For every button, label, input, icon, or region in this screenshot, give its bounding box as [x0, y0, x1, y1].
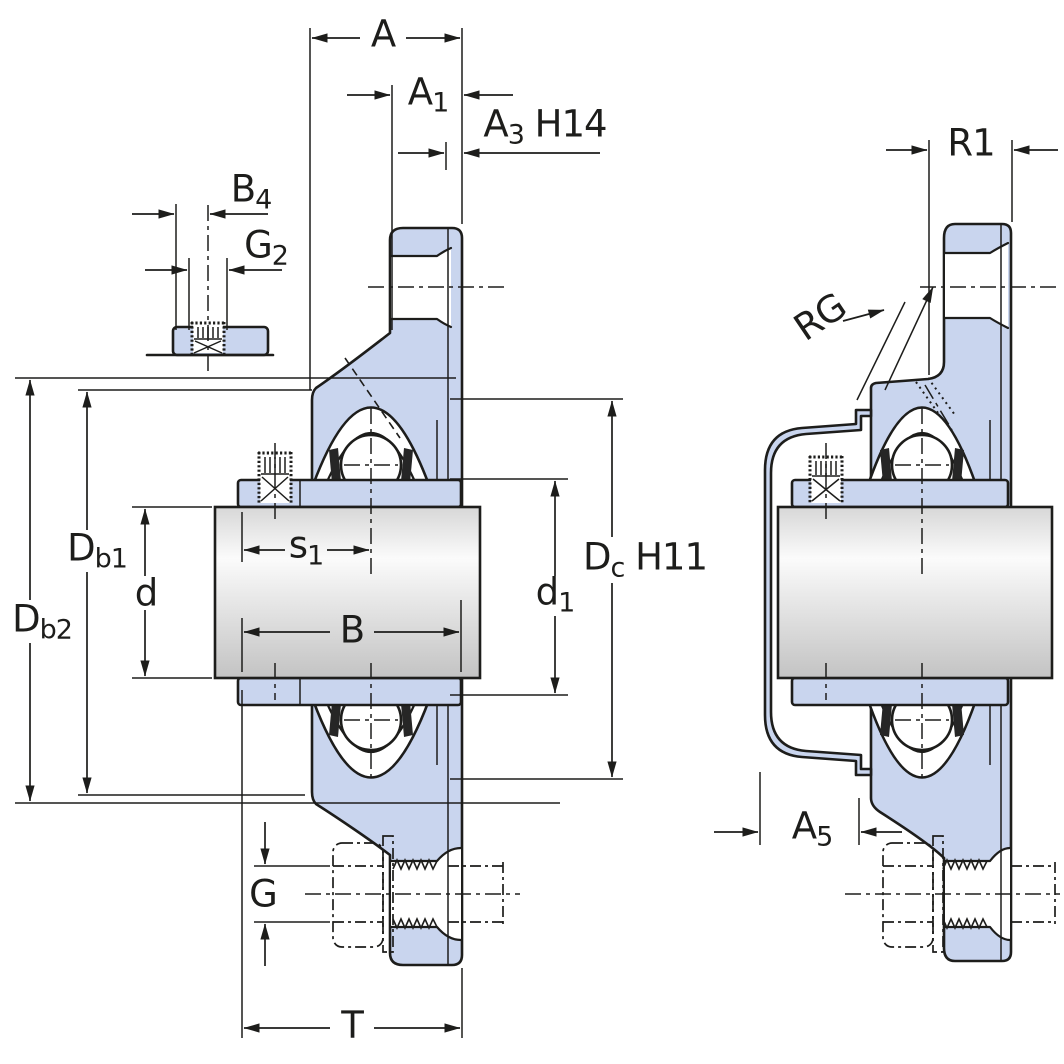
- dim-label-g: G: [249, 872, 278, 916]
- mounting-bolt-left: [332, 835, 504, 953]
- dim-label-s1: s1: [288, 523, 324, 572]
- dim-label-a3-h14: A3 H14: [483, 102, 607, 151]
- shaft-left-view: [213, 505, 482, 680]
- dim-label-d: d: [134, 571, 158, 615]
- left-view: [213, 226, 520, 967]
- dim-label-t: T: [341, 1003, 364, 1047]
- dim-label-db1: Db1: [67, 526, 128, 575]
- dim-label-a: A: [370, 12, 396, 56]
- shaft-right-view: [776, 505, 1054, 680]
- inner-ring-bottom: [790, 676, 1010, 707]
- dim-label-d1: d1: [535, 570, 576, 619]
- dim-label-a5: A5: [791, 804, 834, 853]
- dim-label-dc-h11: Dc H11: [582, 535, 708, 584]
- end-cover: [763, 408, 873, 777]
- dim-label-db2: Db2: [12, 597, 73, 646]
- dim-label-b: B: [339, 608, 365, 652]
- dim-label-a1: A1: [407, 70, 450, 119]
- mounting-bolt-right: [882, 835, 1056, 953]
- dim-label-g2: G2: [244, 223, 289, 272]
- detail-inset-grub-screw: [145, 205, 275, 372]
- right-view: [763, 222, 1060, 963]
- dim-label-b4: B4: [230, 167, 273, 216]
- inner-ring-bottom: [236, 676, 463, 707]
- dim-label-r1: R1: [947, 121, 995, 165]
- dimension-lines: [15, 28, 1058, 1038]
